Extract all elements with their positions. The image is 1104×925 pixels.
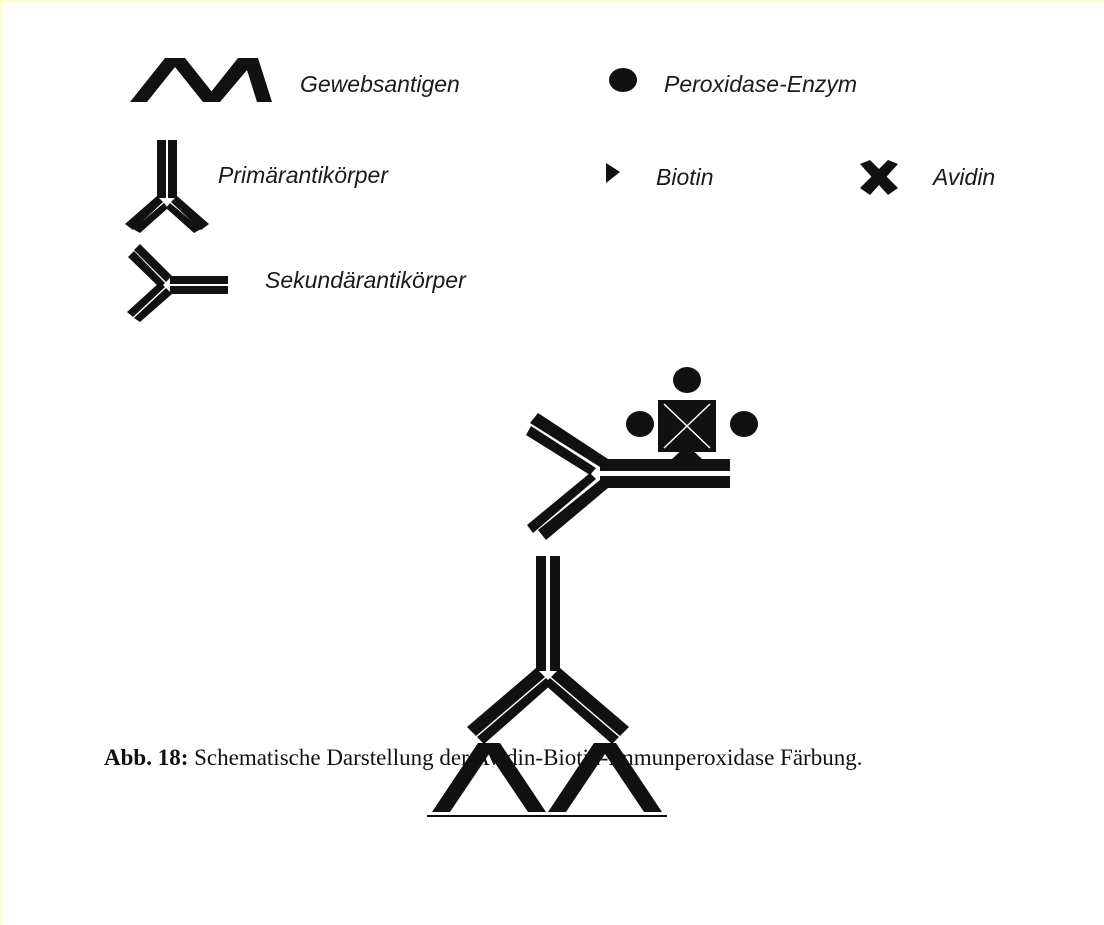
legend-label-antigen: Gewebsantigen [300,71,460,97]
legend-biotin-icon [606,163,620,183]
tissue-baseline [427,815,667,817]
primary-antibody [467,556,629,744]
legend-label-biotin: Biotin [656,164,714,190]
legend-primary-antibody-icon [125,140,209,233]
caption-label: Abb. 18: [104,745,188,770]
legend-antigen-icon [130,58,272,102]
caption-text: Schematische Darstellung der Avidin-Biot… [188,745,862,770]
legend-avidin-icon [860,160,898,195]
figure-caption: Abb. 18: Schematische Darstellung der Av… [104,745,862,771]
legend-peroxidase-icon [609,68,637,92]
legend-label-avidin: Avidin [931,164,995,190]
avidin-biotin-peroxidase-complex [626,367,758,459]
legend-secondary-antibody-icon [127,244,228,322]
legend-label-primary: Primärantikörper [218,162,389,188]
legend-label-secondary: Sekundärantikörper [265,267,467,293]
legend-label-peroxidase: Peroxidase-Enzym [664,71,857,97]
